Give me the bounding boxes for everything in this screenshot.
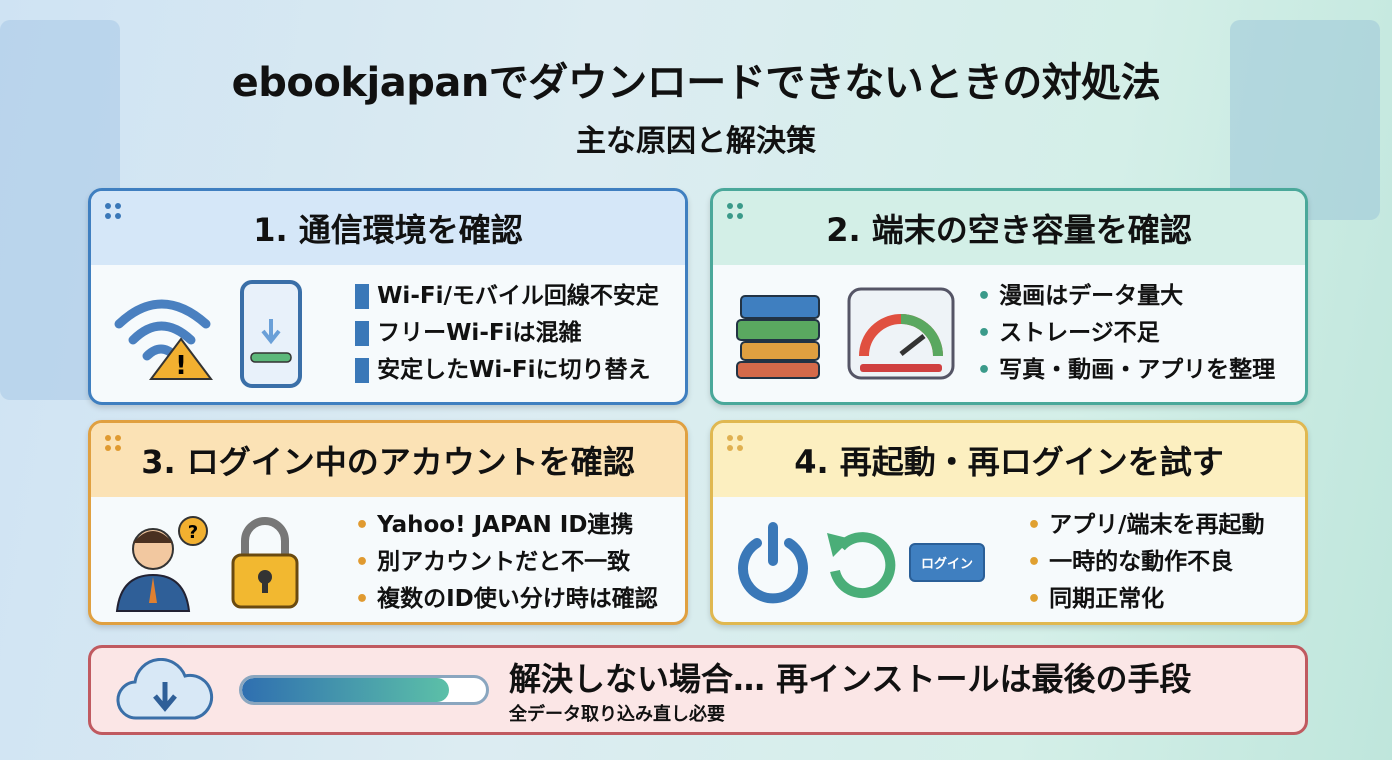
svg-text:?: ? [188,522,198,543]
dots-icon [727,435,743,451]
list-item: 同期正常化 [1027,581,1264,618]
progress-bar [239,675,489,705]
dots-icon [105,435,121,451]
banner-subtext: 全データ取り込み直し必要 [509,704,725,725]
card-network: 1. 通信環境を確認 ! Wi-Fi/モバイル回線不安定フリーWi-Fiは混雑安… [88,188,688,405]
list-item: Wi-Fi/モバイル回線不安定 [355,278,659,315]
power-icon [738,521,808,603]
card-restart: 4. 再起動・再ログインを試す ログイン アプリ/端末を再起動一時的な動作不良同… [710,420,1308,625]
padlock-icon [231,517,299,609]
list-item: 安定したWi-Fiに切り替え [355,352,659,389]
user-question-icon: ? [115,515,208,612]
banner-heading: 解決しない場合… 再インストールは最後の手段 [509,660,1192,698]
page-title: ebookjapanでダウンロードできないときの対処法 [231,60,1161,106]
list-item: Yahoo! JAPAN ID連携 [355,507,658,544]
background-books [1230,20,1380,220]
card-storage: 2. 端末の空き容量を確認 漫画はデータ量大ストレージ不足写真・動画・アプリを整… [710,188,1308,405]
card-heading: 3. ログイン中のアカウントを確認 [141,443,635,481]
list-item: 複数のID使い分け時は確認 [355,581,658,618]
login-button-icon: ログイン [909,543,986,582]
list-item: ストレージ不足 [977,315,1275,352]
reinstall-banner: 解決しない場合… 再インストールは最後の手段 全データ取り込み直し必要 [88,645,1308,735]
dots-icon [727,203,743,219]
card-account: 3. ログイン中のアカウントを確認 ? Yahoo! JAPAN ID連携別アカ… [88,420,688,625]
card-heading: 4. 再起動・再ログインを試す [794,443,1224,481]
card-heading: 2. 端末の空き容量を確認 [826,211,1192,249]
list-item: 漫画はデータ量大 [977,278,1275,315]
list-item: フリーWi-Fiは混雑 [355,315,659,352]
list-item: アプリ/端末を再起動 [1027,507,1264,544]
dots-icon [105,203,121,219]
page-subtitle: 主な原因と解決策 [576,124,816,159]
storage-gauge-icon [847,287,955,380]
card-heading: 1. 通信環境を確認 [253,211,523,249]
books-icon [736,295,820,379]
cloud-download-icon [116,658,214,720]
wifi-warning-icon: ! [114,299,213,381]
phone-download-icon [240,279,302,388]
list-item: 一時的な動作不良 [1027,544,1264,581]
list-item: 別アカウントだと不一致 [355,544,658,581]
list-item: 写真・動画・アプリを整理 [977,352,1275,389]
svg-text:!: ! [175,351,187,381]
refresh-icon [827,531,896,598]
